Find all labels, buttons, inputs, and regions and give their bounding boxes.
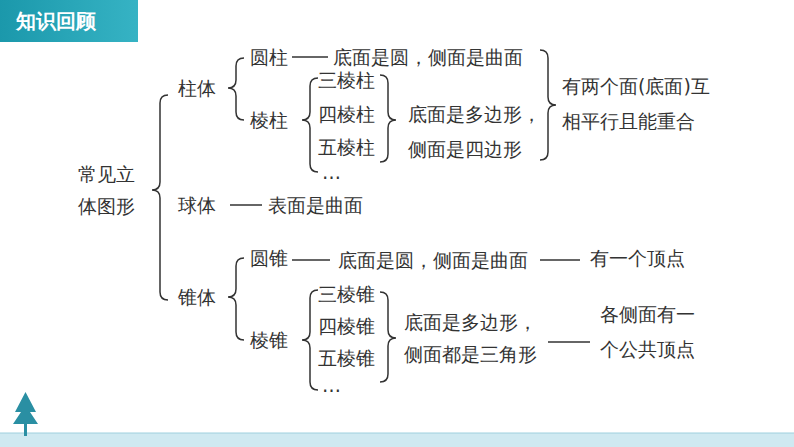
tree-label: 五棱锥 [318, 346, 375, 370]
tree-label: … [322, 373, 341, 397]
bottom-strip [0, 433, 794, 447]
tree-crown [13, 392, 38, 424]
dash-line [292, 56, 328, 58]
dash-line [548, 341, 590, 343]
title-banner [0, 0, 138, 42]
tree-label: 有两个面(底面)互相平行且能重合 [562, 69, 710, 139]
dash-lines [230, 57, 590, 342]
tree-label: 四棱柱 [318, 102, 375, 126]
tree-label: 底面是多边形，侧面是四边形 [408, 97, 541, 167]
curly-brace [302, 78, 318, 172]
curly-brace [380, 292, 396, 382]
curly-brace [228, 258, 244, 340]
curly-brace [302, 290, 318, 390]
tree-label: 底面是多边形，侧面都是三角形 [404, 306, 537, 370]
curly-brace [380, 75, 396, 162]
tree-label: 底面是圆，侧面是曲面 [338, 248, 528, 272]
tree-label: 有一个顶点 [590, 246, 685, 270]
strip-edge [0, 433, 794, 434]
tree-label: 三棱柱 [318, 68, 375, 92]
dash-line [230, 204, 262, 206]
tree-label: … [322, 160, 341, 184]
tree-label: 棱柱 [250, 108, 288, 132]
dash-line [540, 259, 580, 261]
tree-label: 常见立体图形 [78, 158, 135, 222]
tree-label: 锥体 [178, 285, 216, 309]
dash-line [292, 259, 330, 261]
tree-label: 三棱锥 [318, 282, 375, 306]
tree-label: 底面是圆，侧面是曲面 [333, 45, 523, 69]
section-title: 知识回顾 [16, 8, 96, 35]
curly-brace [152, 95, 168, 300]
tree-label: 各侧面有一个公共顶点 [600, 297, 695, 367]
braces [152, 50, 556, 390]
tree-label: 棱锥 [250, 328, 288, 352]
curly-brace [228, 58, 244, 120]
tree-label: 柱体 [178, 76, 216, 100]
tree-label: 圆锥 [250, 246, 288, 270]
tree-label: 球体 [178, 193, 216, 217]
tree-icon [13, 392, 38, 436]
curly-brace [540, 50, 556, 160]
tree-label: 五棱柱 [318, 135, 375, 159]
tree-label: 圆柱 [250, 45, 288, 69]
tree-label: 表面是曲面 [268, 193, 363, 217]
tree-label: 四棱锥 [318, 314, 375, 338]
